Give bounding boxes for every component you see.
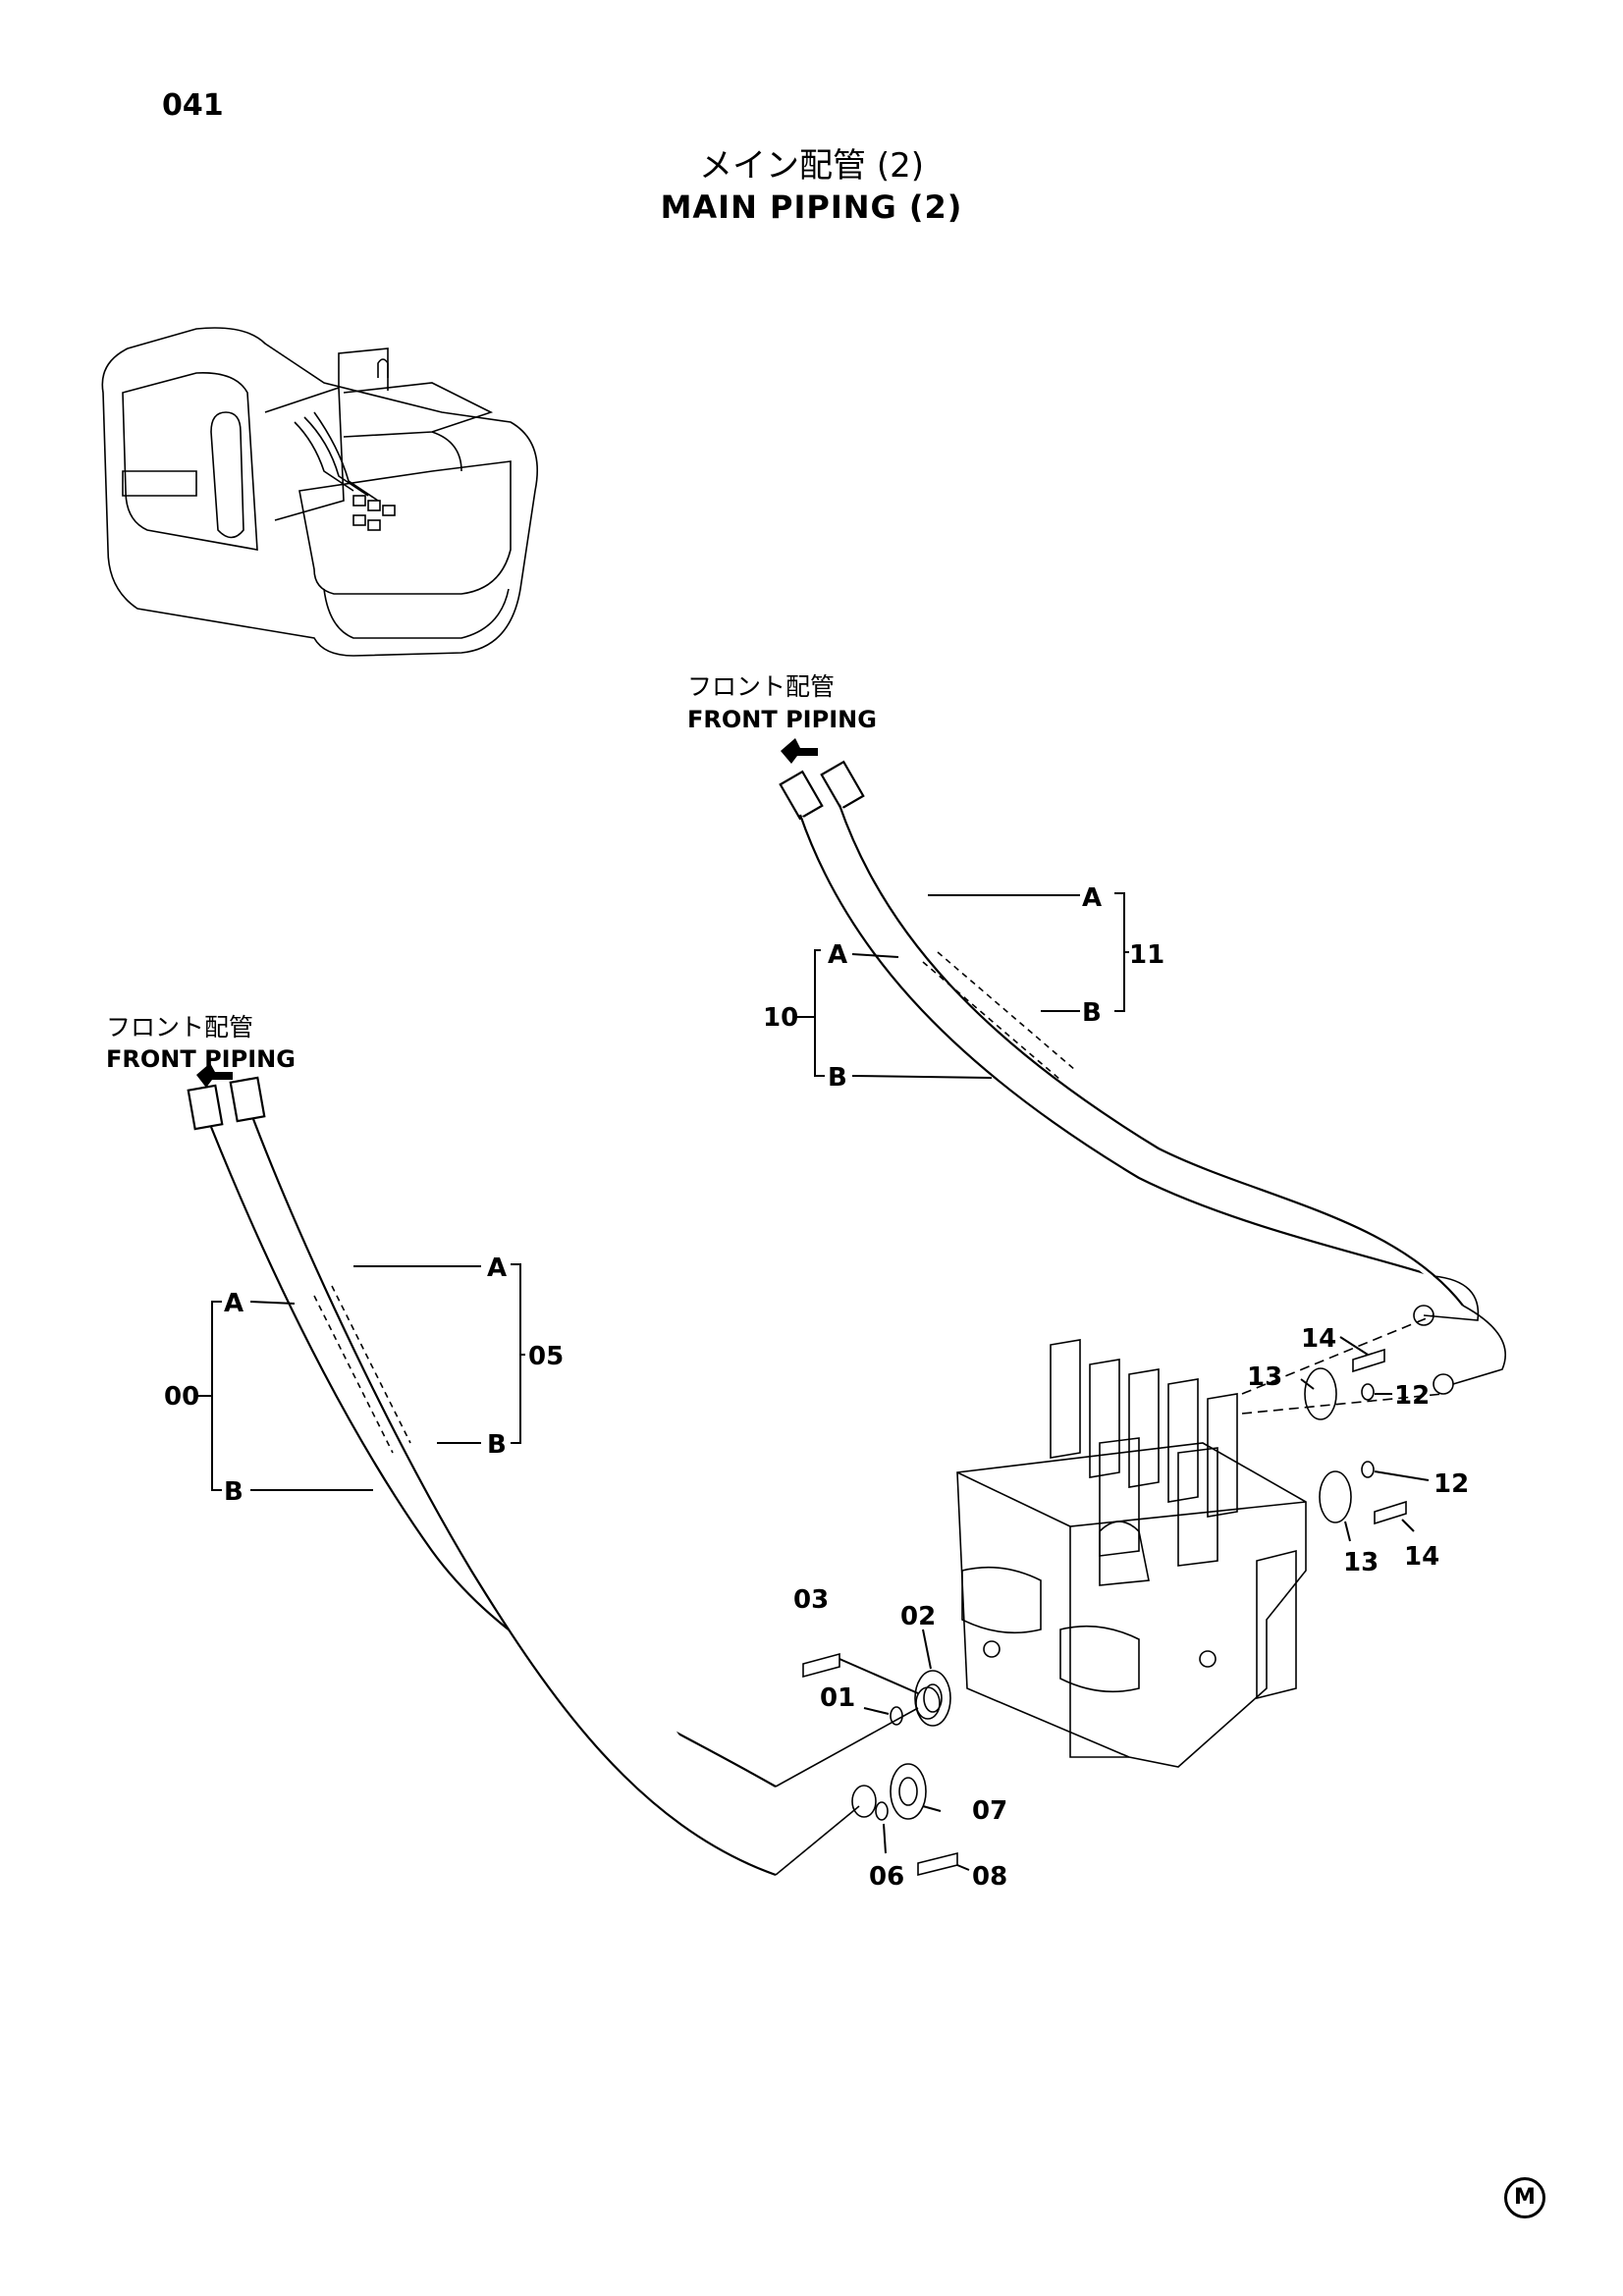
label-a-lower-05: A (487, 1254, 507, 1283)
front-piping-label-upper: フロント配管 FRONT PIPING (687, 672, 877, 764)
front-piping-jp-lower: フロント配管 (106, 1013, 253, 1041)
hose-assembly-10-11 (779, 760, 1506, 1395)
label-a-lower-00: A (224, 1289, 243, 1318)
label-a-upper-11: A (1082, 883, 1102, 913)
part-number-05: 05 (528, 1342, 564, 1371)
page-number: 041 (162, 88, 224, 123)
part-number-00: 00 (164, 1382, 199, 1412)
part-number-07: 07 (972, 1796, 1007, 1826)
label-b-upper-10: B (828, 1063, 847, 1093)
part-number-13-lower: 13 (1343, 1548, 1379, 1577)
part-number-10: 10 (763, 1003, 798, 1033)
flange-hardware (802, 1348, 1407, 1877)
front-piping-jp-upper: フロント配管 (687, 672, 835, 701)
o-ring-12-lower (1361, 1461, 1375, 1478)
o-ring-01 (890, 1706, 903, 1726)
title-english: MAIN PIPING (2) (660, 188, 963, 226)
hose-assembly-00-05 (187, 1076, 941, 1877)
leader-lines (194, 892, 1430, 1871)
part-number-14-lower: 14 (1404, 1542, 1439, 1572)
title-japanese: メイン配管 (2) (699, 146, 924, 186)
part-number-11: 11 (1129, 940, 1164, 970)
label-b-lower-05: B (487, 1430, 507, 1460)
bolt-08 (917, 1851, 958, 1877)
part-number-02: 02 (900, 1602, 936, 1631)
arrow-icon (196, 1063, 233, 1088)
o-ring-06 (875, 1801, 889, 1821)
corner-mark-icon: M (1504, 2177, 1545, 2218)
part-number-06: 06 (869, 1862, 904, 1892)
part-number-08: 08 (972, 1862, 1007, 1892)
control-valve-block (956, 1314, 1444, 1768)
front-piping-label-lower: フロント配管 FRONT PIPING (106, 1013, 296, 1088)
label-b-lower-00: B (224, 1477, 243, 1507)
label-b-upper-11: B (1082, 998, 1102, 1028)
part-number-14-upper: 14 (1301, 1324, 1336, 1354)
part-number-12-lower: 12 (1434, 1469, 1469, 1499)
excavator-overview-illustration (101, 327, 538, 657)
front-piping-en-upper: FRONT PIPING (687, 706, 877, 733)
o-ring-12-upper (1361, 1383, 1375, 1401)
arrow-icon (781, 738, 818, 764)
flange-13-lower (1319, 1470, 1352, 1523)
part-number-01: 01 (820, 1683, 855, 1713)
bolt-03 (802, 1652, 840, 1679)
part-number-12-upper: 12 (1394, 1381, 1430, 1411)
flange-02 (914, 1670, 951, 1727)
part-number-labels: A 11 B A 10 B A 05 B A 00 B 03 02 01 07 … (164, 883, 1469, 1892)
label-a-upper-10: A (828, 940, 847, 970)
title-block: メイン配管 (2) MAIN PIPING (2) (0, 145, 1623, 228)
flange-13-upper (1304, 1367, 1337, 1420)
part-number-13-upper: 13 (1247, 1362, 1282, 1392)
bolt-14-lower (1374, 1500, 1407, 1525)
part-number-03: 03 (793, 1585, 829, 1615)
bolt-14-upper (1352, 1348, 1385, 1373)
front-piping-en-lower: FRONT PIPING (106, 1045, 296, 1073)
flange-07 (890, 1763, 927, 1820)
